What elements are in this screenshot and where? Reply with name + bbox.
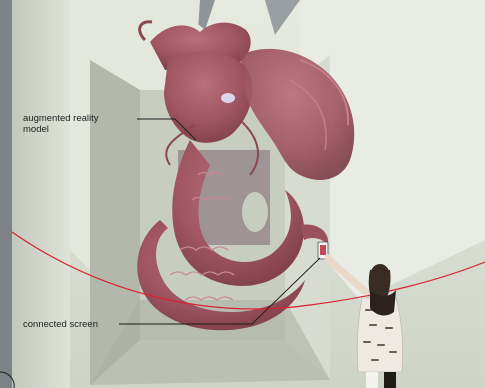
label-ar-line2: model xyxy=(23,124,99,135)
label-augmented-reality-model: augmented reality model xyxy=(23,113,99,135)
body-opening xyxy=(242,192,268,232)
label-ar-line1: augmented reality xyxy=(23,113,99,124)
dragon-eye xyxy=(221,93,235,103)
label-connected-screen: connected screen xyxy=(23,319,98,330)
